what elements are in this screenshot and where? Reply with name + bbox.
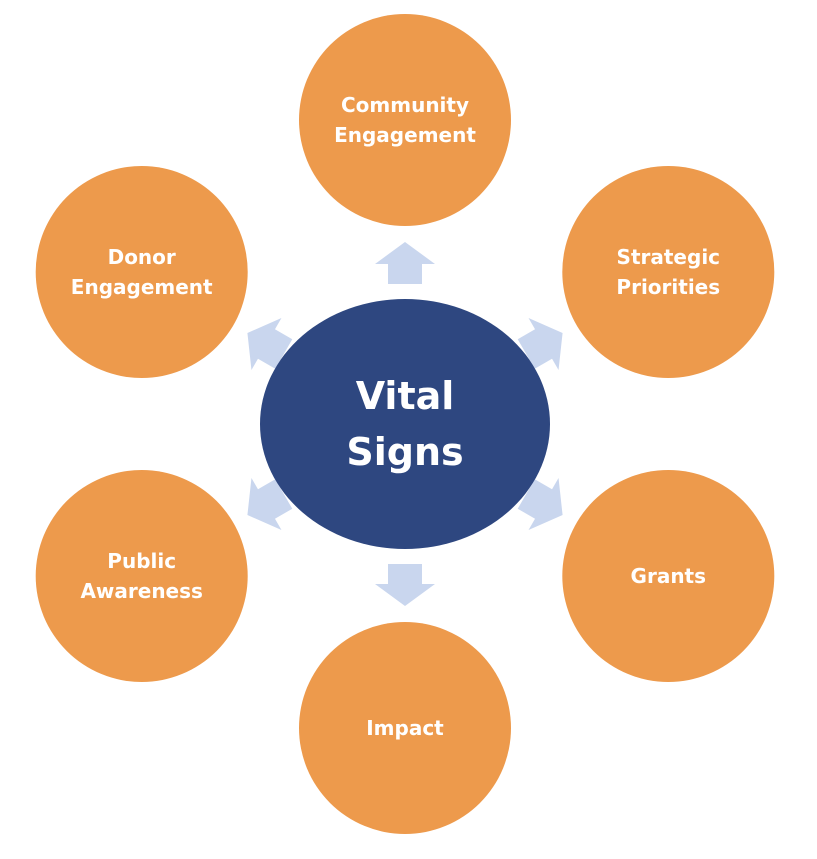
node-label-public-awareness: Public (107, 549, 176, 573)
node-label-strategic-priorities: Priorities (616, 275, 720, 299)
node-circle-public-awareness (35, 470, 248, 682)
center-title: Signs (346, 430, 463, 474)
arrows-layer (247, 242, 563, 606)
arrow-to-donor-engagement (247, 318, 293, 370)
node-circle-strategic-priorities (562, 166, 775, 378)
node-impact: Impact (299, 622, 511, 834)
arrow-to-public-awareness (247, 478, 293, 530)
nodes-layer: CommunityEngagementStrategicPrioritiesGr… (35, 14, 775, 834)
node-label-donor-engagement: Engagement (71, 275, 213, 299)
node-label-donor-engagement: Donor (108, 245, 176, 269)
center-ellipse (260, 299, 550, 549)
node-label-strategic-priorities: Strategic (617, 245, 720, 269)
node-circle-community-engagement (299, 14, 511, 226)
node-label-impact: Impact (366, 716, 444, 740)
node-circle-grants (562, 470, 775, 682)
arrow-to-community-engagement (375, 242, 435, 284)
arrow-to-strategic-priorities (517, 318, 563, 370)
node-label-community-engagement: Community (341, 93, 469, 117)
node-label-grants: Grants (631, 564, 706, 588)
node-label-community-engagement: Engagement (334, 123, 476, 147)
arrow-to-grants (517, 478, 563, 530)
node-circle-donor-engagement (35, 166, 248, 378)
arrow-to-impact (375, 564, 435, 606)
node-circle-impact (299, 622, 511, 834)
node-label-public-awareness: Awareness (80, 579, 203, 603)
center-title: Vital (356, 374, 455, 418)
node-grants: Grants (562, 470, 775, 682)
